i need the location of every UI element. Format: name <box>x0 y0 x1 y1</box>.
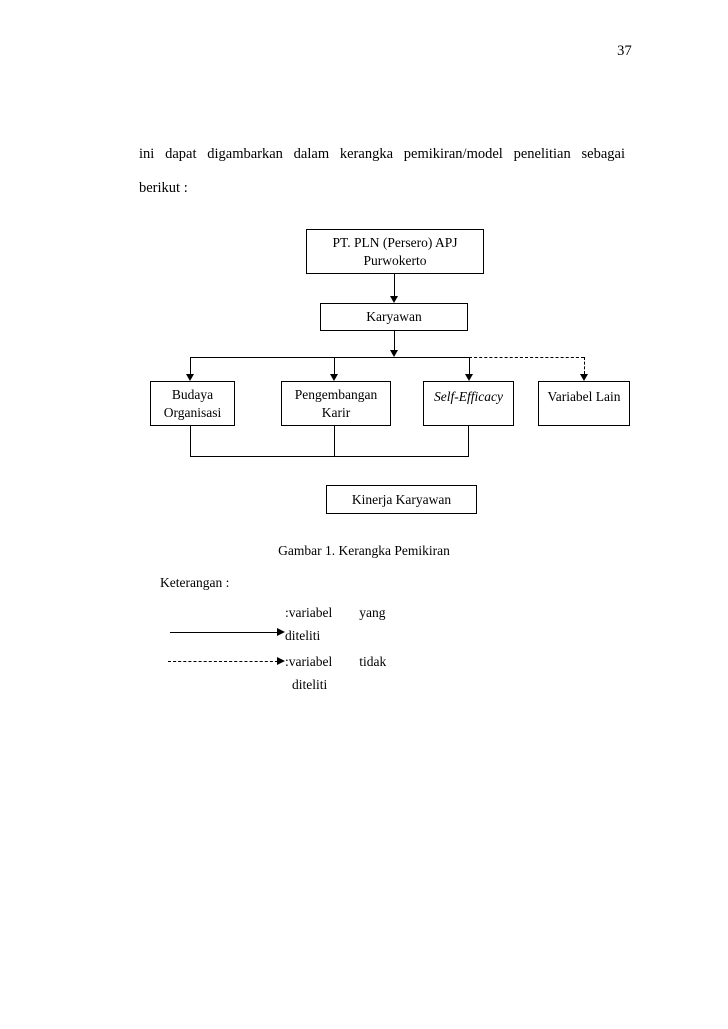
body-paragraph: ini dapat digambarkan dalam kerangka pem… <box>139 137 625 205</box>
legend-item-2-line-1: :variabel tidak <box>285 654 387 669</box>
legend-item-1-line-2: diteliti <box>285 628 321 643</box>
connector-bar-to-other-variable <box>584 357 585 374</box>
connector-culture-to-merge <box>190 426 191 456</box>
distribution-bar-dashed <box>469 357 584 358</box>
connector-self-efficacy-to-merge <box>468 426 469 456</box>
node-career-development: Pengembangan Karir <box>281 381 391 426</box>
node-company-line-1: PT. PLN (Persero) APJ <box>332 234 458 250</box>
arrowhead-bar-to-culture <box>185 374 194 381</box>
page-number: 37 <box>617 43 632 59</box>
body-paragraph-line-2: berikut : <box>139 180 188 196</box>
node-employee-performance: Kinerja Karyawan <box>326 485 477 514</box>
node-self-efficacy-label: Self-Efficacy <box>434 389 503 404</box>
legend-title: Keterangan : <box>160 575 230 590</box>
node-self-efficacy: Self-Efficacy <box>423 381 514 426</box>
node-organizational-culture-line-2: Organisasi <box>163 404 222 420</box>
arrowhead-bar-to-career <box>329 374 338 381</box>
arrowhead-bar-to-other-variable <box>579 374 588 381</box>
legend-item-1-line-1: :variabel yang <box>285 605 386 620</box>
node-organizational-culture-line-1: Budaya <box>171 386 214 402</box>
node-organizational-culture: Budaya Organisasi <box>150 381 235 426</box>
legend-solid-line <box>170 632 278 633</box>
connector-career-to-merge <box>334 426 335 456</box>
connector-employee-to-bar <box>394 331 395 350</box>
merge-bar <box>190 456 469 457</box>
node-career-development-line-1: Pengembangan <box>294 386 378 402</box>
legend-dashed-line <box>168 661 278 662</box>
legend-dashed-arrowhead <box>277 657 285 665</box>
arrowhead-company-to-employee <box>389 296 398 303</box>
connector-company-to-employee <box>394 274 395 296</box>
legend-solid-arrowhead <box>277 628 285 636</box>
node-employee-performance-label: Kinerja Karyawan <box>351 491 452 507</box>
node-company-line-2: Purwokerto <box>363 252 427 268</box>
legend-item-2-line-2: diteliti <box>292 677 328 692</box>
node-employee: Karyawan <box>320 303 468 331</box>
connector-bar-to-self-efficacy <box>469 357 470 374</box>
arrowhead-employee-to-bar <box>389 350 398 357</box>
node-career-development-line-2: Karir <box>321 404 351 420</box>
arrowhead-bar-to-self-efficacy <box>464 374 473 381</box>
connector-bar-to-culture <box>190 357 191 374</box>
figure-caption: Gambar 1. Kerangka Pemikiran <box>278 543 450 558</box>
node-other-variable: Variabel Lain <box>538 381 630 426</box>
connector-bar-to-career <box>334 357 335 374</box>
distribution-bar-solid <box>190 357 469 358</box>
body-paragraph-line-1: ini dapat digambarkan dalam kerangka pem… <box>139 146 625 162</box>
node-other-variable-label: Variabel Lain <box>547 389 621 404</box>
node-company: PT. PLN (Persero) APJ Purwokerto <box>306 229 484 274</box>
node-employee-label: Karyawan <box>366 309 422 324</box>
